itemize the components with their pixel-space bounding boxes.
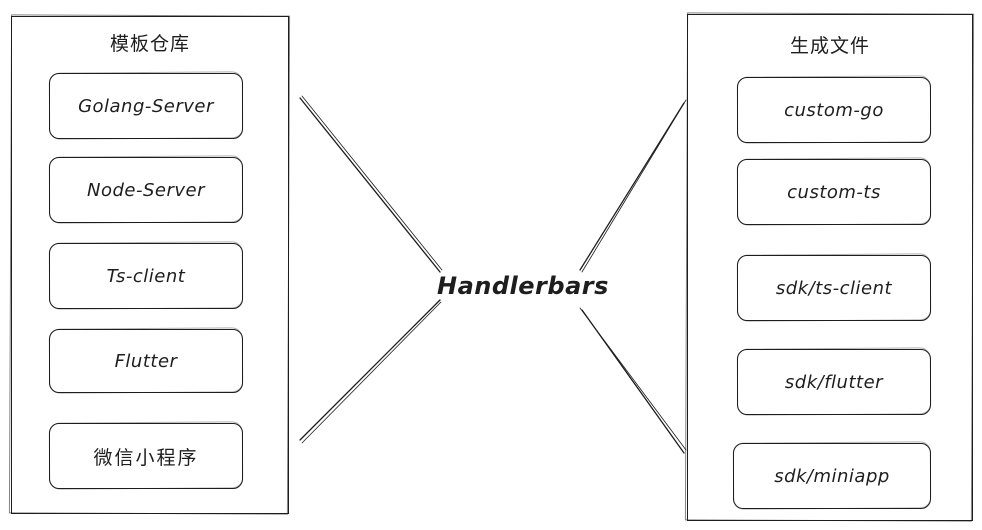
template-golang-server[interactable]: Golang-Server [49,73,243,139]
template-wechat-miniprogram[interactable]: 微信小程序 [49,423,243,489]
template-ts-client[interactable]: Ts-client [49,243,243,309]
connector-left-lower-sketch [301,301,442,444]
template-repo-panel: 模板仓库 Golang-Server Node-Server Ts-client… [11,16,289,514]
connector-left-lower [299,299,441,441]
generated-files-panel: 生成文件 custom-go custom-ts sdk/ts-client s… [687,14,973,521]
handlebars-engine-label: Handlerbars [437,272,609,300]
connector-left-upper [299,97,441,273]
connector-left-upper-sketch [301,95,443,271]
template-repo-title: 模板仓库 [109,33,190,55]
output-custom-ts[interactable]: custom-ts [737,159,931,225]
output-custom-go[interactable]: custom-go [737,77,931,143]
output-sdk-miniapp[interactable]: sdk/miniapp [733,443,931,509]
output-sdk-ts-client[interactable]: sdk/ts-client [737,255,931,321]
output-sdk-flutter[interactable]: sdk/flutter [737,349,931,415]
template-flutter[interactable]: Flutter [49,329,243,393]
connector-right-upper [579,102,685,271]
connector-right-lower-sketch [579,307,687,451]
generated-files-title: 生成文件 [789,35,870,57]
connector-right-upper-sketch [581,99,687,273]
template-node-server[interactable]: Node-Server [49,157,243,223]
